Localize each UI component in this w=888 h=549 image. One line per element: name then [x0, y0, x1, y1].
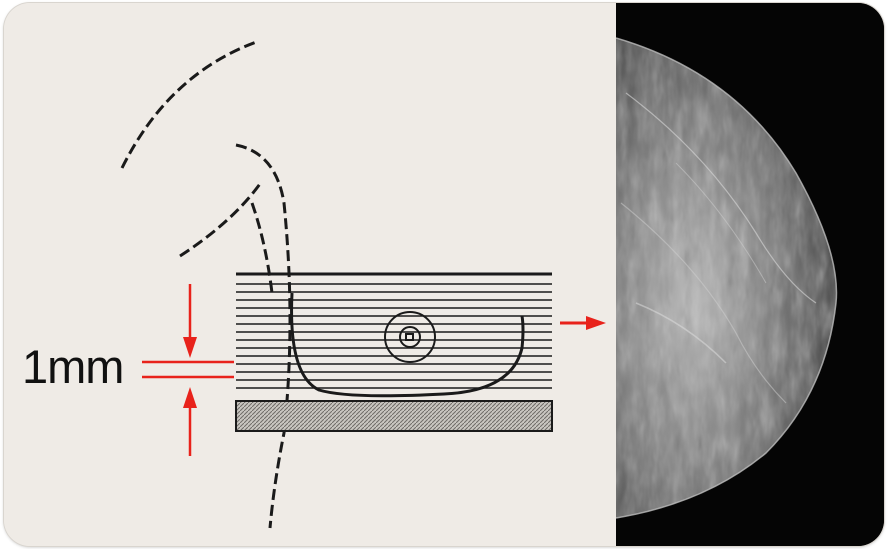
mammogram-image-panel [616, 3, 884, 546]
slice-thickness-label: 1mm [22, 343, 123, 390]
breast-contour-inner [180, 181, 262, 256]
schematic-drawing [4, 3, 616, 546]
figure-frame: 1mm [4, 3, 884, 546]
slice-stack [236, 274, 552, 388]
lesion-core [406, 334, 413, 340]
detector-plate [236, 401, 552, 431]
projection-arrow-icon [560, 316, 606, 330]
tomosynthesis-schematic-panel: 1mm [4, 3, 616, 546]
dimension-arrow-icon [142, 284, 234, 456]
breast-contour-outer [122, 41, 259, 168]
mammogram-image [616, 3, 884, 546]
pectoral-contour [252, 203, 272, 293]
